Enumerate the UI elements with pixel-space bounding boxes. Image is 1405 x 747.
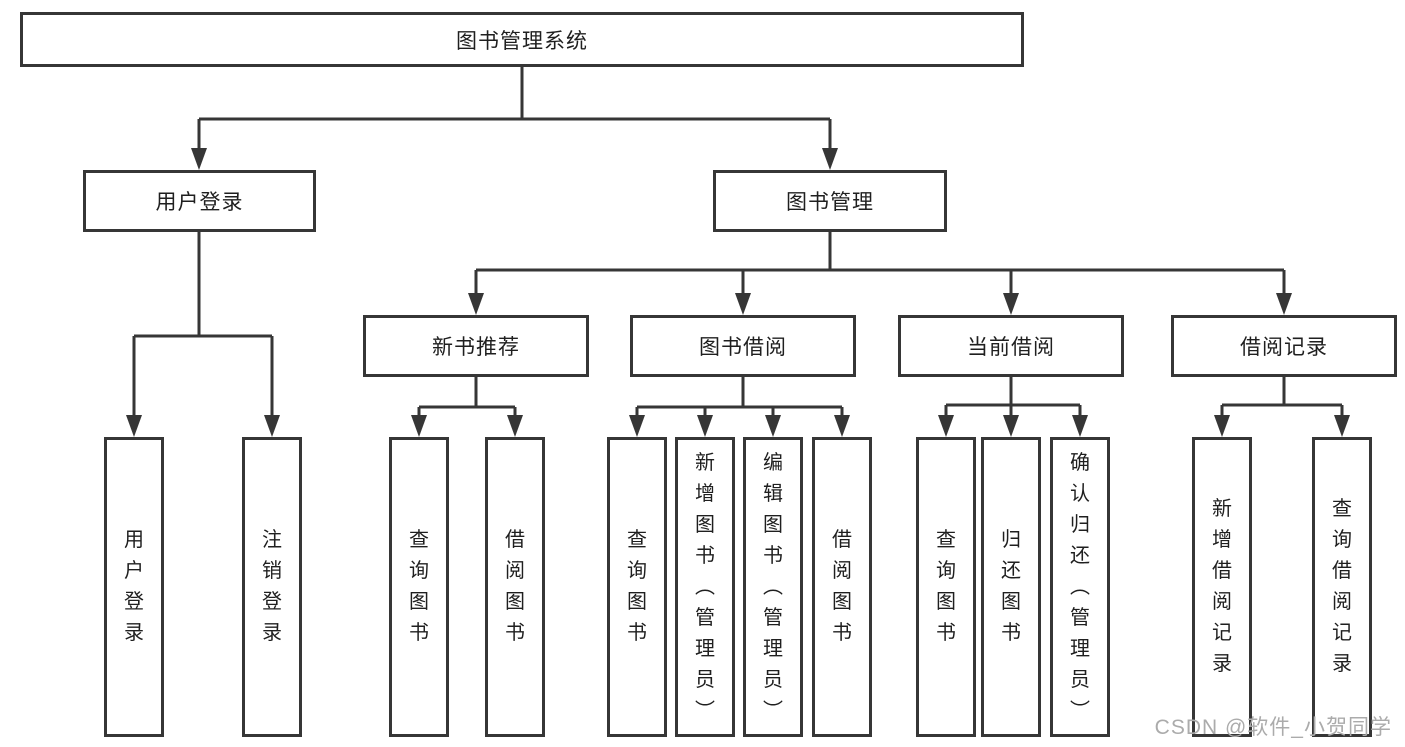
leaf-borrow-borrow: 借阅图书 [812, 437, 872, 737]
node-current-borrow-label: 当前借阅 [967, 336, 1055, 359]
node-new-books-label: 新书推荐 [432, 336, 520, 359]
leaf-borrow-edit-admin-label: 编辑图书︵管理员︶ [763, 451, 783, 722]
leaf-records-query-label: 查询借阅记录 [1332, 498, 1352, 675]
node-book-management: 图书管理 [713, 170, 947, 232]
leaf-records-add: 新增借阅记录 [1192, 437, 1252, 737]
leaf-newbooks-query: 查询图书 [389, 437, 449, 737]
leaf-borrow-borrow-label: 借阅图书 [832, 529, 852, 644]
watermark: CSDN @软件_小贺同学 [1154, 716, 1392, 739]
leaf-newbooks-borrow: 借阅图书 [485, 437, 545, 737]
leaf-current-query: 查询图书 [916, 437, 976, 737]
leaf-records-add-label: 新增借阅记录 [1212, 498, 1232, 675]
leaf-current-confirm-admin: 确认归还︵管理员︶ [1050, 437, 1110, 737]
node-user-login-label: 用户登录 [155, 191, 244, 214]
leaf-current-confirm-admin-label: 确认归还︵管理员︶ [1070, 451, 1090, 722]
leaf-borrow-query: 查询图书 [607, 437, 667, 737]
leaf-logout: 注销登录 [242, 437, 302, 737]
node-book-management-label: 图书管理 [786, 191, 874, 214]
node-borrow-records-label: 借阅记录 [1240, 336, 1328, 359]
node-book-borrow-label: 图书借阅 [699, 336, 787, 359]
node-new-books: 新书推荐 [363, 315, 589, 377]
leaf-user-login: 用户登录 [104, 437, 164, 737]
leaf-records-query: 查询借阅记录 [1312, 437, 1372, 737]
node-current-borrow: 当前借阅 [898, 315, 1124, 377]
node-book-borrow: 图书借阅 [630, 315, 856, 377]
leaf-borrow-add-admin-label: 新增图书︵管理员︶ [695, 451, 715, 722]
leaf-newbooks-query-label: 查询图书 [409, 529, 429, 644]
leaf-current-return: 归还图书 [981, 437, 1041, 737]
node-borrow-records: 借阅记录 [1171, 315, 1397, 377]
leaf-borrow-edit-admin: 编辑图书︵管理员︶ [743, 437, 803, 737]
leaf-current-query-label: 查询图书 [936, 529, 956, 644]
leaf-current-return-label: 归还图书 [1001, 529, 1021, 644]
leaf-user-login-label: 用户登录 [124, 529, 144, 644]
node-root: 图书管理系统 [20, 12, 1024, 67]
leaf-borrow-query-label: 查询图书 [627, 529, 647, 644]
node-root-label: 图书管理系统 [456, 29, 588, 53]
leaf-newbooks-borrow-label: 借阅图书 [505, 529, 525, 644]
leaf-borrow-add-admin: 新增图书︵管理员︶ [675, 437, 735, 737]
leaf-logout-label: 注销登录 [262, 529, 282, 644]
node-user-login: 用户登录 [83, 170, 316, 232]
